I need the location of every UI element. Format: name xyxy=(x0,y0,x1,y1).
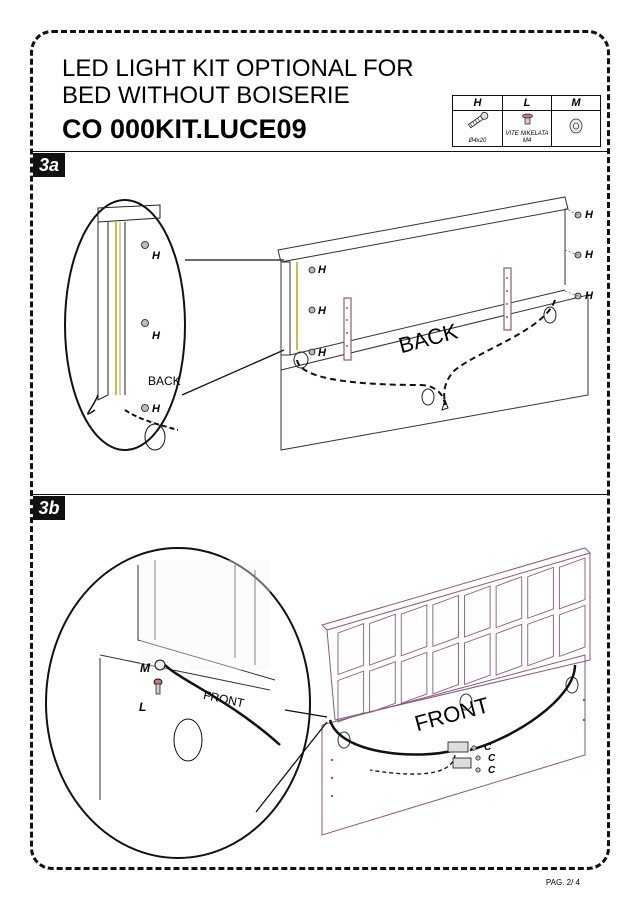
clip-label-1: C xyxy=(484,742,492,753)
screw-label-l: L xyxy=(139,700,147,714)
divider-middle xyxy=(33,494,607,495)
headboard-panel xyxy=(369,613,396,666)
parts-table: H Ø4x20 L VITE NIKELATA M4 M xyxy=(452,95,601,147)
part-h: H Ø4x20 xyxy=(453,96,502,146)
part-h-caption: Ø4x20 xyxy=(468,137,487,144)
headboard-panel xyxy=(369,661,396,714)
headboard-panel xyxy=(432,594,459,648)
headboard-panel xyxy=(495,623,523,676)
screw-icon xyxy=(467,111,489,129)
headboard-panel xyxy=(495,576,523,629)
part-l-caption: VITE NIKELATA M4 xyxy=(505,131,549,144)
detail-screw-label-1: H xyxy=(152,250,160,262)
headboard-panel xyxy=(464,632,491,686)
headboard-panel xyxy=(558,604,586,658)
part-l-letter: L xyxy=(523,97,531,109)
divider-top xyxy=(33,151,607,152)
headboard-panel xyxy=(337,670,365,723)
detail-back-label: BACK xyxy=(148,374,181,388)
washer-icon xyxy=(569,118,583,134)
detail-screw-label-2: H xyxy=(152,330,160,342)
main-screw-label-3: H xyxy=(318,347,326,359)
parts-table-header xyxy=(453,96,600,111)
title-line-1: LED LIGHT KIT OPTIONAL FOR xyxy=(62,55,414,82)
headboard-panel xyxy=(400,604,428,657)
main-screw-label-5: H xyxy=(585,249,593,261)
main-screw-label-1: H xyxy=(318,264,326,276)
part-h-letter: H xyxy=(473,97,482,109)
clip-label-3: C xyxy=(488,765,496,776)
detail-screw-label-3: H xyxy=(152,403,160,415)
headboard-panel xyxy=(432,642,459,695)
headboard-panel xyxy=(337,622,365,676)
product-code: CO 000KIT.LUCE09 xyxy=(62,114,307,144)
detail-magnifier-3b xyxy=(45,547,311,859)
main-screw-label-4: H xyxy=(585,209,593,221)
page-frame xyxy=(30,30,610,870)
washer-label-m: M xyxy=(140,661,150,675)
headboard-panel xyxy=(400,651,428,704)
part-m: M xyxy=(551,96,600,146)
main-screw-label-2: H xyxy=(318,305,326,317)
step-3a-badge: 3a xyxy=(33,153,65,177)
page-number: PAG. 2/ 4 xyxy=(545,878,580,887)
headboard-panel xyxy=(527,566,554,619)
main-screw-label-6: H xyxy=(585,290,593,302)
step-3b-badge: 3b xyxy=(33,496,65,520)
clip-label-2: C xyxy=(488,753,496,764)
part-m-letter: M xyxy=(571,97,581,109)
nickel-screw-icon xyxy=(522,113,533,125)
part-l: L VITE NIKELATA M4 xyxy=(502,96,551,146)
headboard-panel xyxy=(558,557,586,610)
title-line-2: BED WITHOUT BOISERIE xyxy=(62,82,350,109)
headboard-panel xyxy=(464,585,491,638)
headboard-panel xyxy=(527,614,554,667)
